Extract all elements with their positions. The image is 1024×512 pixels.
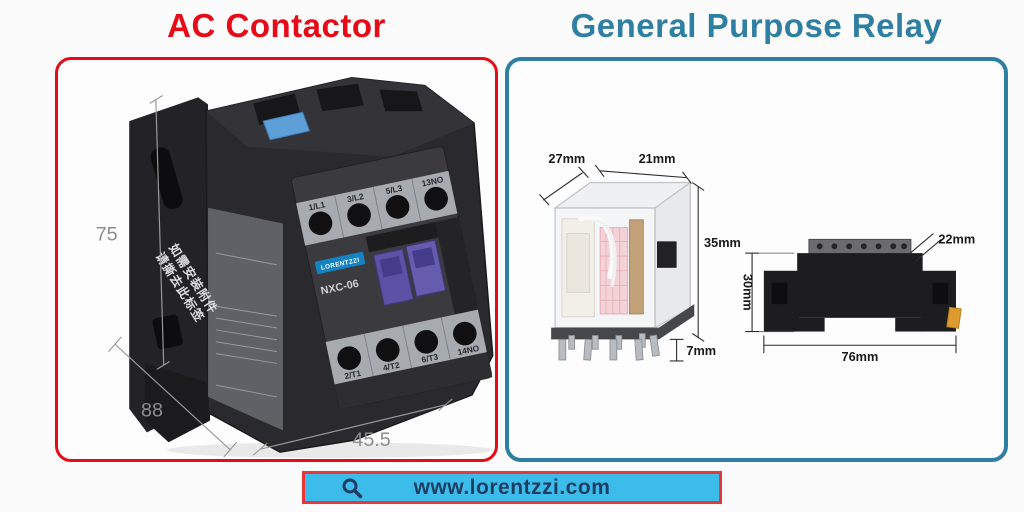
relay-internals — [561, 214, 677, 318]
contactor-height-value: 75 — [96, 223, 118, 245]
website-url: www.lorentzzi.com — [413, 475, 611, 499]
terminal-label-1L1: 1/L1 — [308, 199, 327, 212]
contactor-side-panel — [208, 207, 283, 431]
contactor-panel: 如需安装附件 请撕去此标签 1/L1 3/L2 5/L3 13NO — [55, 57, 498, 462]
relay-pin-dimension: 7mm — [669, 338, 716, 362]
terminal-label-4T2: 4/T2 — [382, 360, 401, 373]
relay-pins — [558, 333, 660, 361]
socket-depth-value: 22mm — [938, 231, 975, 246]
relay-illustration: 27mm 21mm 35mm 7mm — [538, 151, 975, 364]
contactor-width-value: 45.5 — [352, 429, 390, 451]
terminal-label-6T3: 6/T3 — [421, 351, 440, 364]
right-title: General Purpose Relay — [570, 7, 943, 44]
contactor-illustration: 如需安装附件 请撕去此标签 1/L1 3/L2 5/L3 13NO — [96, 76, 494, 459]
relay-width-dimension: 21mm — [594, 151, 692, 184]
socket-width-dimension: 76mm — [763, 335, 957, 364]
relay-panel: 27mm 21mm 35mm 7mm — [505, 57, 1008, 462]
relay-width-value: 21mm — [639, 151, 676, 166]
contactor-depth-value: 88 — [141, 400, 163, 422]
terminal-label-2T1: 2/T1 — [343, 368, 362, 381]
relay-device — [551, 181, 695, 361]
contactor-shadow — [166, 442, 492, 459]
socket-width-value: 76mm — [842, 349, 879, 364]
terminal-label-3L2: 3/L2 — [346, 191, 365, 204]
relay-pin-value: 7mm — [686, 343, 716, 358]
terminal-label-14NO: 14NO — [457, 343, 481, 357]
socket-height-dimension: 30mm — [740, 252, 795, 333]
relay-depth-value: 27mm — [548, 151, 585, 166]
contactor-width-dimension: 45.5 — [252, 398, 453, 456]
socket-device — [763, 238, 962, 332]
terminal-label-5L3: 5/L3 — [385, 183, 404, 196]
socket-height-value: 30mm — [740, 274, 755, 311]
left-title: AC Contactor — [167, 7, 386, 44]
contactor-front-face: 1/L1 3/L2 5/L3 13NO LORENTZZI NXC-06 — [291, 146, 493, 410]
relay-depth-dimension: 27mm — [538, 151, 589, 206]
website-search-bar[interactable]: www.lorentzzi.com — [302, 471, 722, 504]
socket-screws — [816, 243, 907, 250]
terminal-label-13NO: 13NO — [421, 174, 445, 188]
relay-height-dimension: 35mm — [691, 182, 741, 342]
contactor-mounting-plate — [129, 97, 210, 443]
contactor-blue-tab — [262, 111, 311, 141]
relay-height-value: 35mm — [704, 235, 741, 250]
socket-clip — [946, 306, 962, 329]
contactor-depth-dimension: 88 — [108, 336, 238, 458]
search-icon — [342, 478, 363, 499]
relay-base — [551, 304, 695, 340]
aux-contact-blocks — [373, 239, 447, 306]
contactor-height-dimension: 75 — [96, 94, 170, 370]
socket-depth-dimension: 22mm — [907, 231, 975, 262]
brand-logo-chip — [314, 251, 366, 275]
